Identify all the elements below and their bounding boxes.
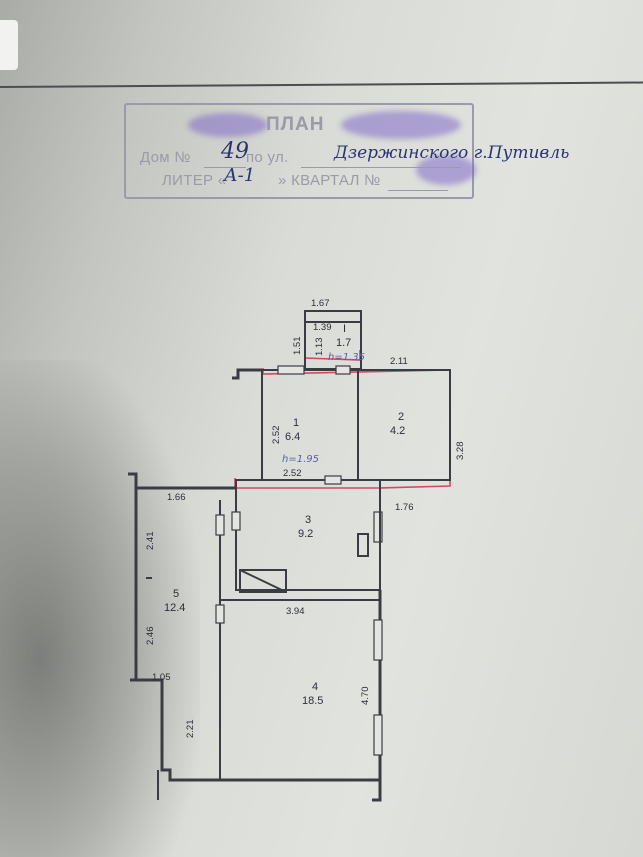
window (373, 714, 383, 756)
door (324, 475, 342, 485)
dimension: 2.46 (145, 627, 156, 646)
stamp-liter-label: ЛИТЕР « (162, 172, 227, 189)
ink-smudge (341, 111, 461, 139)
stamp-house-value: 49 (221, 139, 249, 164)
stamp-house-label: Дом № (140, 149, 191, 166)
dimension: 4.70 (360, 687, 371, 706)
dimension: 1.39 (313, 322, 332, 333)
room-number: 1 (293, 417, 299, 429)
stamp-title: ПЛАН (266, 114, 325, 135)
dimension: 2.52 (271, 426, 282, 445)
underline (388, 190, 448, 191)
window (373, 511, 383, 543)
underline (301, 167, 461, 168)
heater-mark (239, 569, 287, 593)
door (231, 511, 241, 531)
dimension: 3.28 (455, 442, 466, 461)
height-note: h=1.35 (328, 352, 365, 363)
door (215, 604, 225, 624)
door (215, 514, 225, 536)
underline (204, 167, 246, 168)
dimension: 1.66 (167, 492, 186, 503)
stamp-quarter-label: » КВАРТАЛ № (278, 172, 381, 189)
room-area: 4.2 (390, 425, 405, 437)
room-area: 9.2 (298, 528, 313, 540)
height-note: h=1.95 (282, 454, 319, 465)
dimension: 1.76 (395, 502, 414, 513)
room-area: 18.5 (302, 695, 323, 707)
stamp-street-value: Дзержинского г.Путивль (334, 143, 570, 163)
plan-stamp: ПЛАН Дом № 49 по ул. Дзержинского г.Пути… (124, 103, 569, 199)
wall-stub (232, 368, 262, 380)
room-area: 6.4 (285, 431, 300, 443)
room-number: 3 (305, 514, 311, 526)
heater (239, 569, 287, 593)
dimension: 1.51 (292, 337, 303, 356)
room-number: I (343, 323, 346, 335)
window (373, 619, 383, 661)
room-area: 12.4 (164, 602, 185, 614)
window (335, 365, 351, 375)
stove (357, 533, 369, 557)
dimension: 3.94 (286, 606, 305, 617)
room-number: 2 (398, 411, 404, 423)
dimension: 1.13 (314, 338, 325, 357)
paper-corner (0, 20, 18, 70)
wall-room-5-top (128, 472, 236, 490)
room-number: 4 (312, 681, 318, 693)
dimension: 1.05 (152, 672, 171, 683)
ink-smudge (416, 155, 476, 185)
room-number: 5 (173, 588, 179, 600)
dimension: 2.41 (145, 532, 156, 551)
stamp-liter-value: А-1 (224, 165, 256, 186)
stamp-street-label: по ул. (246, 149, 289, 166)
ink-smudge (188, 113, 268, 137)
room-area: 1.7 (336, 337, 351, 349)
dimension: 2.11 (390, 356, 408, 367)
window (277, 365, 305, 375)
photo-shadow (0, 360, 200, 857)
dimension: 2.52 (283, 468, 302, 479)
dimension: 1.67 (311, 298, 330, 309)
wall-bottom (130, 678, 380, 782)
dimension: 2.21 (185, 720, 196, 739)
